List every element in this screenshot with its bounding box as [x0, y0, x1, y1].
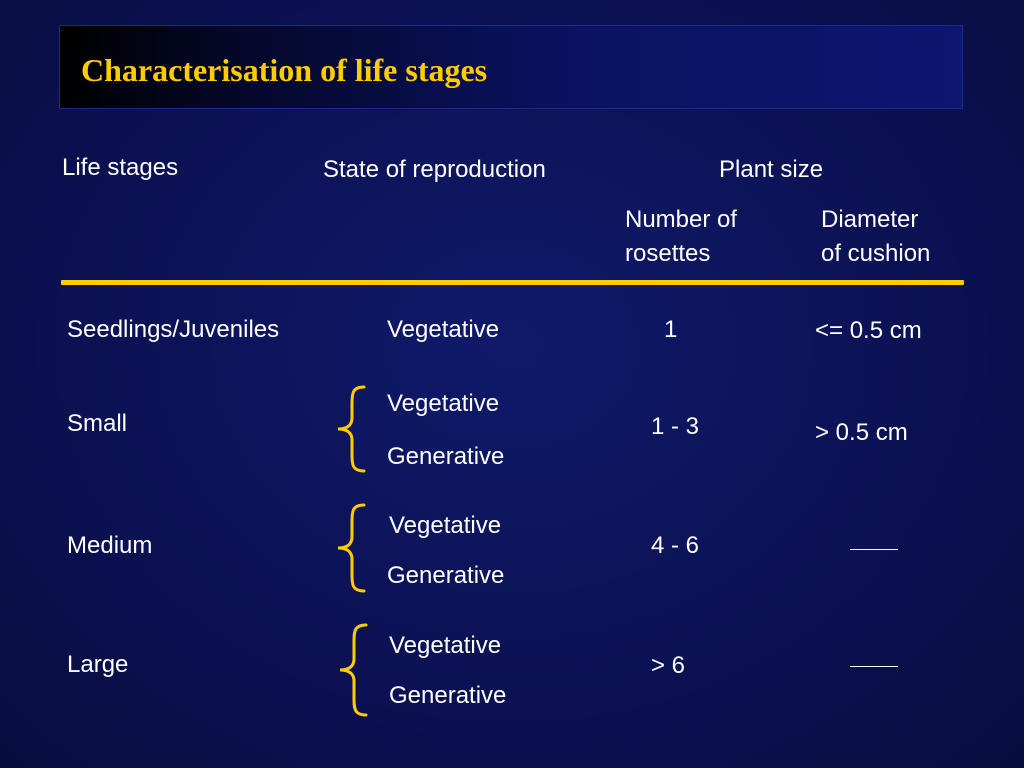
row-state-small-vegetative: Vegetative	[387, 390, 500, 417]
row-diameter-large-dash	[850, 666, 898, 667]
row-diameter-small: > 0.5 cm	[815, 419, 908, 446]
title-bar: Characterisation of life stages	[59, 25, 963, 109]
header-rosettes-line1: Number of	[625, 206, 738, 233]
header-diameter-line1: Diameter	[821, 206, 919, 233]
header-plant-size: Plant size	[719, 156, 824, 183]
row-state-small-generative: Generative	[387, 443, 505, 470]
row-diameter-seedlings: <= 0.5 cm	[815, 317, 922, 344]
slide-title: Characterisation of life stages	[81, 52, 488, 88]
brace-icon	[330, 622, 370, 718]
row-state-large-vegetative: Vegetative	[389, 632, 502, 659]
row-rosettes-medium: 4 - 6	[651, 532, 700, 559]
row-state-large-generative: Generative	[389, 682, 507, 709]
header-state-of-reproduction: State of reproduction	[323, 156, 546, 183]
row-state-seedlings-vegetative: Vegetative	[387, 316, 500, 343]
header-life-stages: Life stages	[62, 154, 179, 181]
header-diameter-line2: of cushion	[821, 240, 931, 267]
row-state-medium-vegetative: Vegetative	[389, 512, 502, 539]
row-stage-small: Small	[67, 410, 128, 437]
header-divider	[61, 280, 964, 285]
row-stage-seedlings: Seedlings/Juveniles	[67, 316, 280, 343]
brace-icon	[328, 502, 368, 594]
row-state-medium-generative: Generative	[387, 562, 505, 589]
row-rosettes-large: > 6	[651, 652, 686, 679]
row-stage-medium: Medium	[67, 532, 153, 559]
header-rosettes-line2: rosettes	[625, 240, 711, 267]
row-diameter-medium-dash	[850, 549, 898, 550]
row-stage-large: Large	[67, 651, 129, 678]
brace-icon	[328, 384, 368, 474]
row-rosettes-seedlings: 1	[664, 316, 678, 343]
row-rosettes-small: 1 - 3	[651, 413, 700, 440]
